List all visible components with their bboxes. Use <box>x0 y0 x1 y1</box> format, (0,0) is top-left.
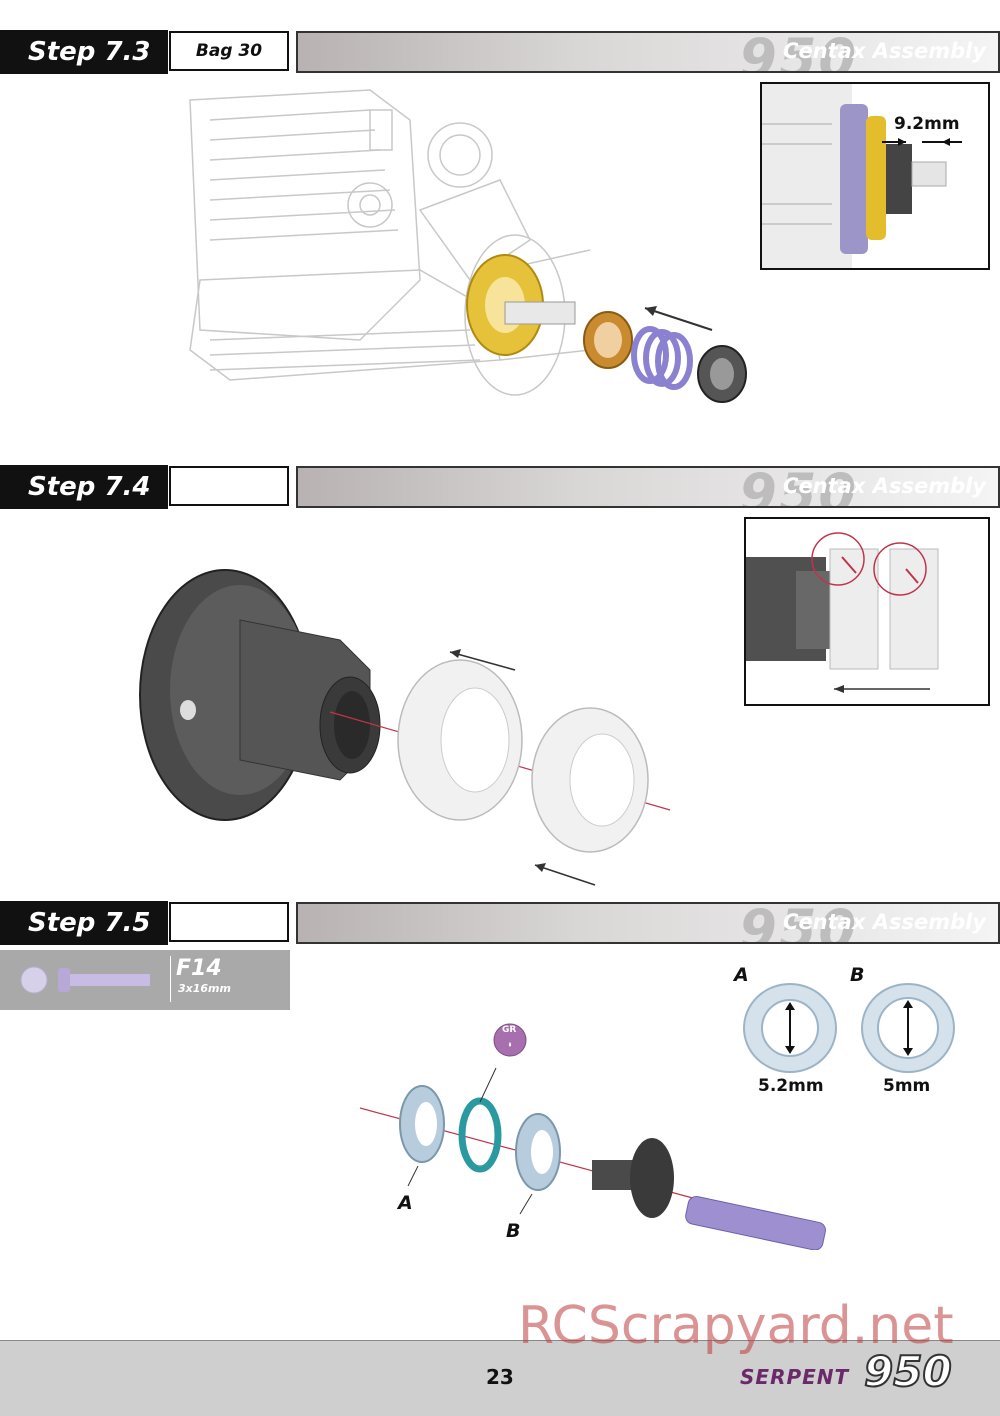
centax-parts-illustration <box>466 254 747 403</box>
part-divider <box>170 956 171 1002</box>
step-label: Step 7.3 <box>0 30 168 74</box>
engine-illustration <box>189 89 591 396</box>
page-footer: 23 SERPENT 950 <box>0 1340 1000 1416</box>
section-title-bar: 950 Centax Assembly <box>296 31 1000 73</box>
section-title-bar: 950 Centax Assembly <box>296 466 1000 508</box>
grease-icon <box>493 1023 527 1057</box>
model-logo-text: 950 <box>863 1346 953 1397</box>
measurement-label: 9.2mm <box>894 114 960 134</box>
section-title: Centax Assembly <box>783 474 986 498</box>
part-size: 3x16mm <box>178 982 231 995</box>
page-number: 23 <box>486 1365 514 1389</box>
bearing-b-letter: B <box>850 964 865 986</box>
bag-label <box>169 466 289 506</box>
shaft-detail-drawing <box>762 84 962 268</box>
section-title: Centax Assembly <box>783 910 986 934</box>
detail-inset-9-2mm: 9.2mm <box>760 82 990 270</box>
detail-inset-chamfer <box>744 517 990 706</box>
part-code: F14 <box>176 956 222 981</box>
site-watermark: RCScrapyard.net <box>518 1296 954 1356</box>
part-reference-f14: F14 3x16mm <box>0 950 290 1010</box>
step-label: Step 7.4 <box>0 465 168 509</box>
bearing-a-size: 5.2mm <box>758 1076 824 1096</box>
grease-label: GR <box>502 1025 517 1035</box>
model-watermark: 950 <box>739 466 858 508</box>
bag-label: Bag 30 <box>169 31 289 71</box>
bag-label <box>169 902 289 942</box>
bearing-b-icon <box>861 983 955 1073</box>
step-label: Step 7.5 <box>0 901 168 945</box>
clutch-bell-illustration <box>139 569 671 886</box>
callout-a: A <box>398 1192 413 1214</box>
bearing-b-size: 5mm <box>883 1076 931 1096</box>
screw-icon <box>20 966 150 994</box>
step-7-4-header: Step 7.4 950 Centax Assembly <box>0 465 1000 509</box>
bearing-a-icon <box>743 983 837 1073</box>
bearing-assembly-illustration <box>360 1067 826 1250</box>
bearing-a-letter: A <box>734 964 749 986</box>
callout-b: B <box>506 1220 521 1242</box>
chamfer-detail-drawing <box>746 532 939 693</box>
section-title: Centax Assembly <box>783 39 986 63</box>
model-watermark: 950 <box>739 902 858 944</box>
step-7-3-header: Step 7.3 Bag 30 950 Centax Assembly <box>0 30 1000 74</box>
brand-logo-text: SERPENT <box>740 1365 850 1389</box>
step-7-5-header: Step 7.5 950 Centax Assembly <box>0 901 1000 945</box>
model-watermark: 950 <box>739 31 858 73</box>
section-title-bar: 950 Centax Assembly <box>296 902 1000 944</box>
